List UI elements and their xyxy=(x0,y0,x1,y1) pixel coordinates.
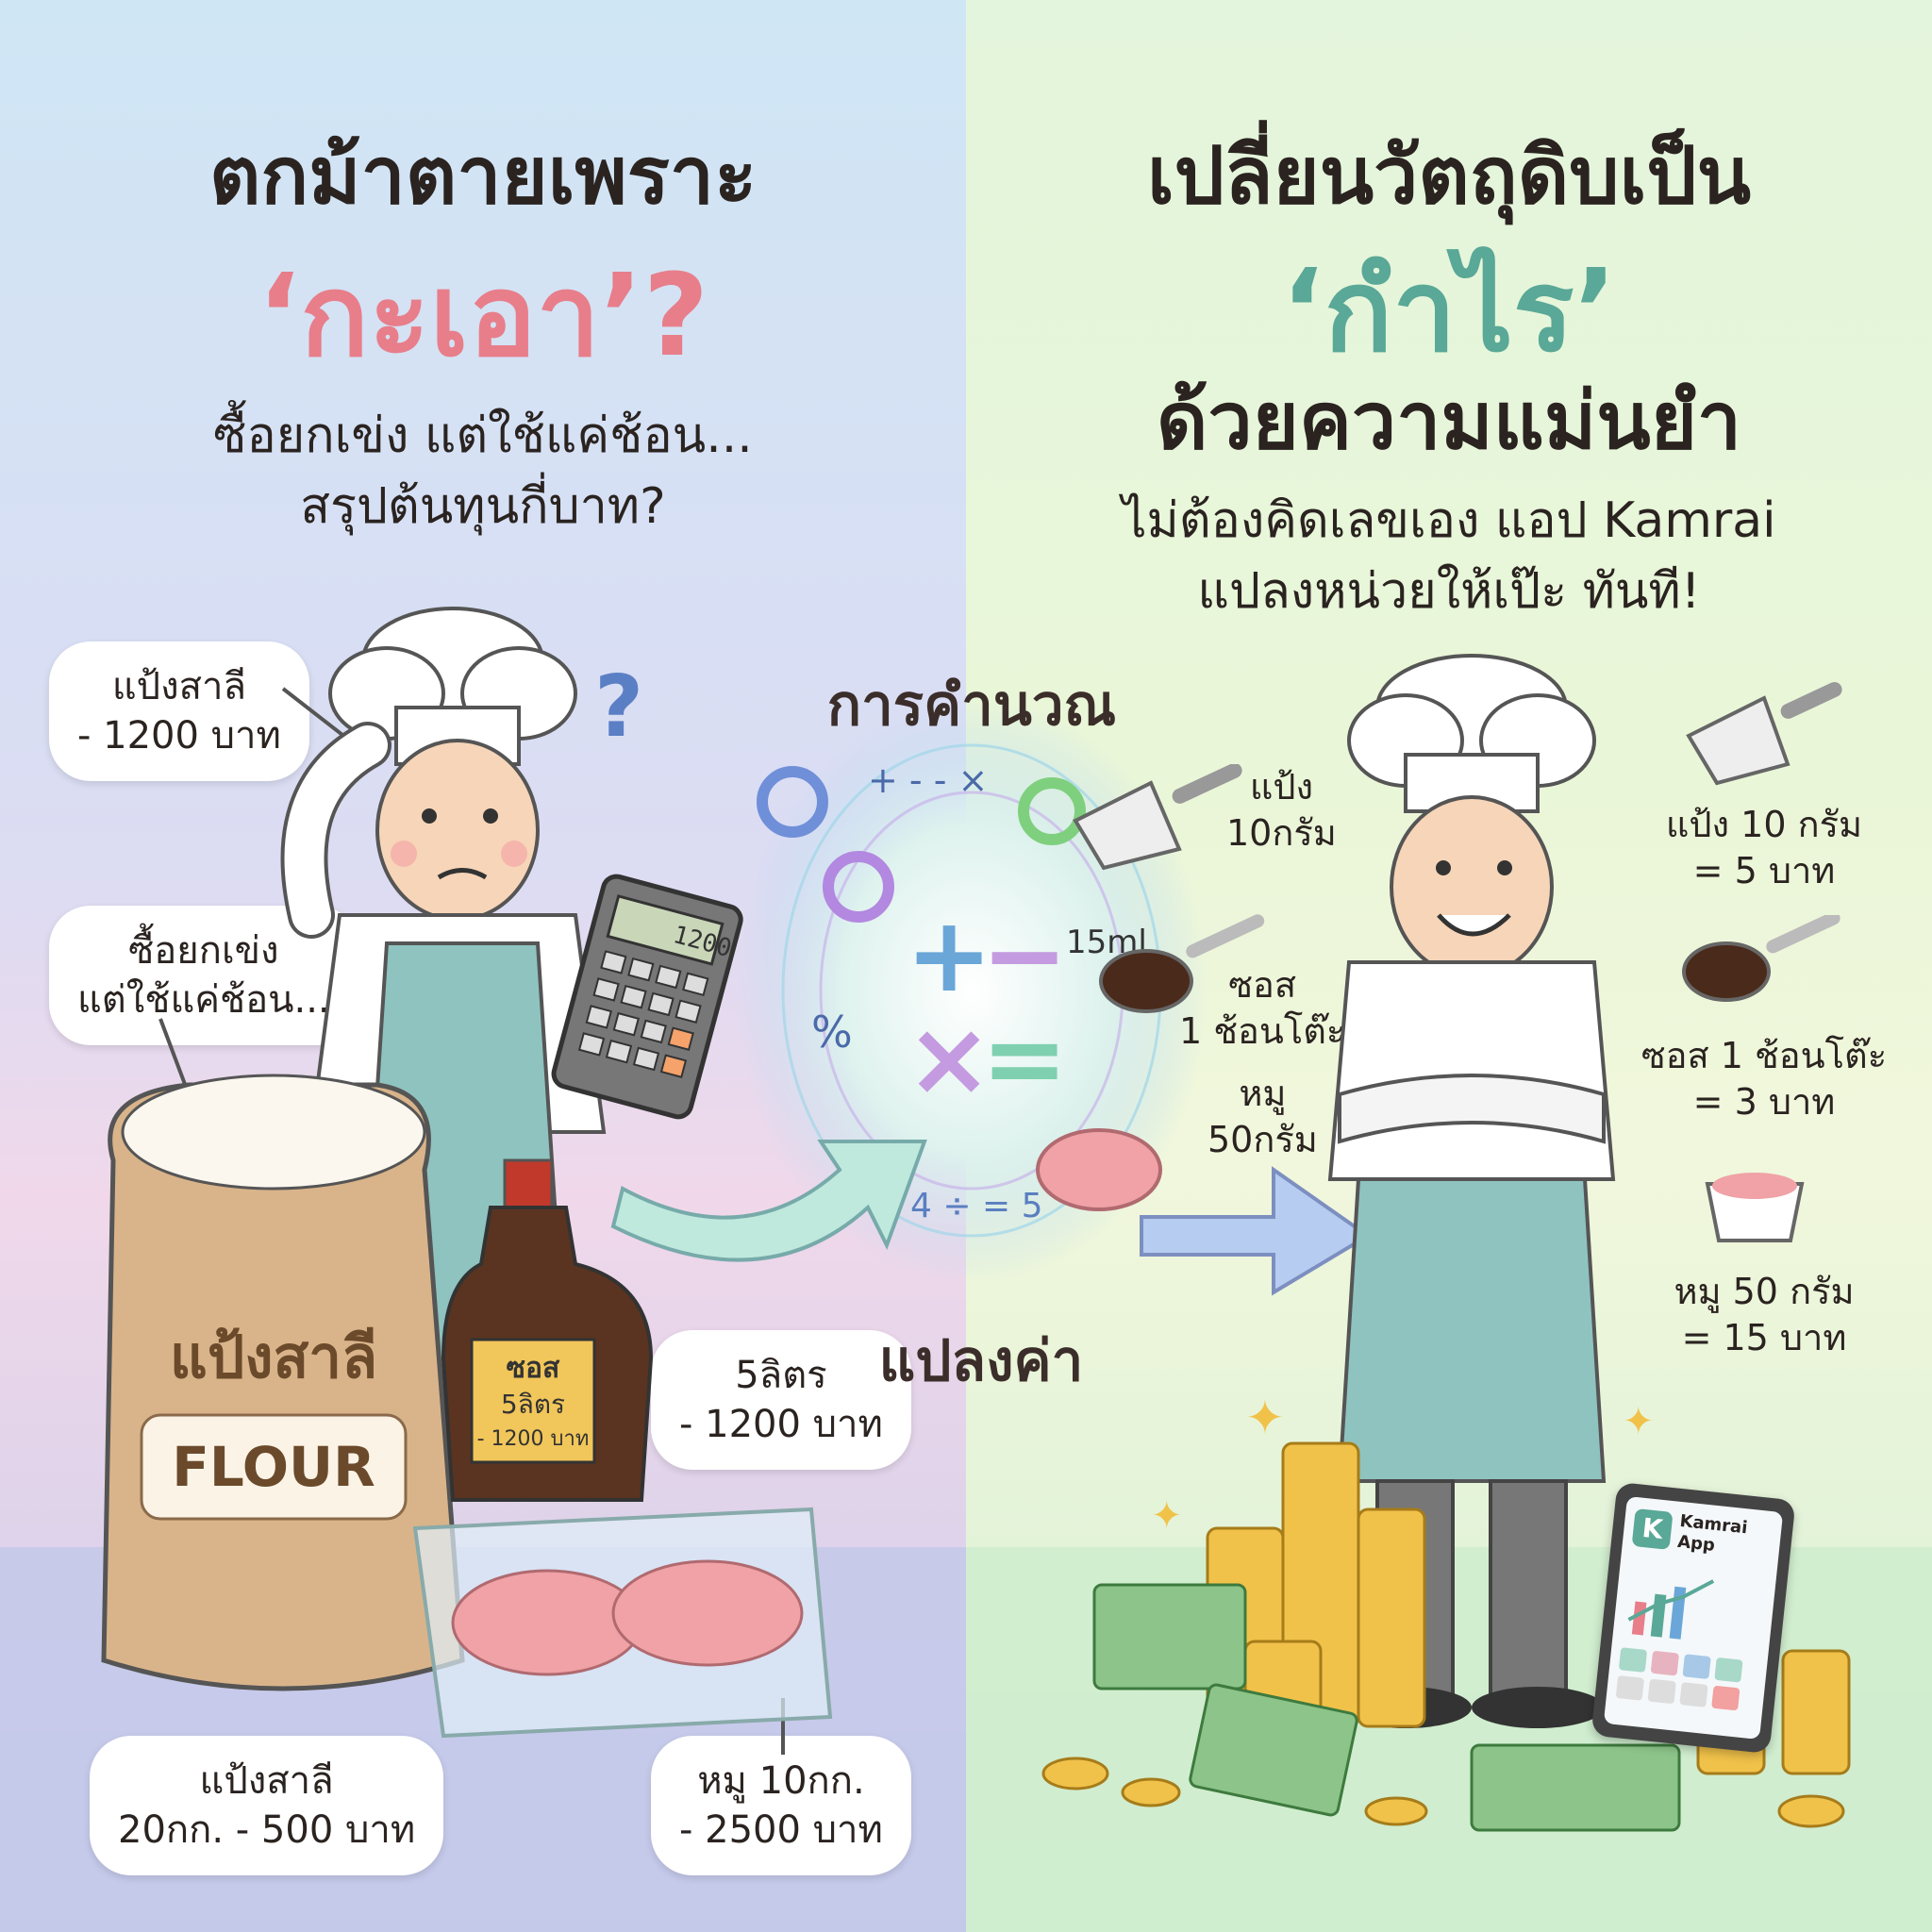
cost-sauce-label: ซอส 1 ช้อนโต๊ะ = 3 บาท xyxy=(1623,1033,1906,1126)
pork-small-label: หมู 50กรัม xyxy=(1208,1071,1318,1164)
bubble-sauce-cost: 5ลิตร - 1200 บาท xyxy=(651,1330,911,1470)
right-title-line1: เปลี่ยนวัตถุดิบเป็น xyxy=(1146,129,1752,222)
right-subtitle-line2: แปลงหน่วยให้เป๊ะ ทันที! xyxy=(1197,563,1701,620)
sack-label-th: แป้งสาลี xyxy=(170,1323,377,1391)
key-minus[interactable] xyxy=(1650,1650,1679,1676)
times-icon: × xyxy=(906,998,992,1119)
key[interactable] xyxy=(1711,1685,1740,1711)
arrow-left-icon xyxy=(610,1140,927,1262)
division-text: 4 ÷ = 5 xyxy=(910,1187,1042,1225)
key-plus[interactable] xyxy=(1618,1647,1648,1673)
cash-bundle-icon xyxy=(1189,1683,1358,1817)
minus-icon: − xyxy=(981,894,1068,1015)
question-mark-icon: ? xyxy=(594,658,643,757)
bubble-pork-cost-line1: หมู 10กก. xyxy=(697,1759,865,1803)
equals-icon: = xyxy=(981,998,1068,1119)
apron xyxy=(1337,1177,1607,1483)
bubble-flour-bag-line2: 20กก. - 500 บาท xyxy=(118,1808,416,1852)
bottle-label-line3: - 1200 บาท xyxy=(477,1427,590,1451)
middle-bottom-label: แปลงค่า xyxy=(878,1328,1084,1394)
flour-small-label: แป้ง 10กรัม xyxy=(1226,764,1337,858)
bubble-flour-bag-line1: แป้งสาลี xyxy=(199,1759,334,1803)
pork-piece-icon xyxy=(1036,1128,1162,1211)
sparkle-icon: ✦ xyxy=(1151,1494,1183,1538)
left-title-line1: ตกม้าตายเพราะ xyxy=(208,129,758,222)
bottle-cap xyxy=(503,1158,554,1209)
cost-sauce-line1: ซอส 1 ช้อนโต๊ะ xyxy=(1641,1035,1888,1076)
right-title-line3: ด้วยความแม่นยำ xyxy=(1156,375,1742,467)
coins-and-cash: ✦ ✦ ✦ xyxy=(1041,1396,1851,1832)
flour-scoop-icon xyxy=(1686,682,1842,786)
bottle-label-line2: 5ลิตร xyxy=(501,1389,565,1420)
cost-flour-line2: = 5 บาท xyxy=(1692,850,1836,892)
key[interactable] xyxy=(1679,1682,1708,1707)
sparkle-icon: ✦ xyxy=(1245,1396,1285,1445)
cash-bundle-icon xyxy=(1470,1743,1681,1832)
bubble-flour-cost: แป้งสาลี - 1200 บาท xyxy=(49,641,309,781)
sauce-small-label: ซอส 1 ช้อนโต๊ะ xyxy=(1179,962,1345,1056)
cost-pork-line2: = 15 บาท xyxy=(1681,1317,1847,1359)
keypad xyxy=(1615,1647,1743,1711)
happy-chef xyxy=(1327,654,1616,1728)
left-subtitle-line1: ซื้อยกเข่ง แต่ใช้แค่ช้อน... xyxy=(213,408,753,464)
tablet-device: K Kamrai App xyxy=(1591,1481,1796,1755)
flour-small-line1: แป้ง xyxy=(1249,766,1313,808)
chef-hat-icon xyxy=(328,607,577,766)
right-title-line2: ‘กำไร’ xyxy=(1280,246,1617,377)
cash-bundle-icon xyxy=(1092,1583,1247,1690)
calculator-icon xyxy=(551,874,743,1120)
bubble-flour-bag: แป้งสาลี 20กก. - 500 บาท xyxy=(90,1736,444,1875)
cost-pork-line1: หมู 50 กรัม xyxy=(1674,1271,1855,1312)
sack-label-en: FLOUR xyxy=(172,1435,375,1499)
coin-stack-icon xyxy=(1357,1507,1426,1728)
tablet-screen: K Kamrai App xyxy=(1603,1495,1784,1740)
gear-icon xyxy=(757,766,828,838)
bubble-pork-cost-line2: - 2500 บาท xyxy=(679,1808,883,1852)
pork-small-line2: 50กรัม xyxy=(1208,1119,1318,1161)
cost-sauce-line2: = 3 บาท xyxy=(1692,1081,1836,1124)
flour-sack xyxy=(101,1082,465,1691)
pork-bowl-icon xyxy=(1705,1173,1805,1242)
cost-pork-label: หมู 50 กรัม = 15 บาท xyxy=(1623,1269,1906,1362)
kamrai-app-name: Kamrai App xyxy=(1676,1511,1748,1558)
cost-flour-label: แป้ง 10 กรัม = 5 บาท xyxy=(1623,802,1906,895)
sparkle-icon: ✦ xyxy=(1623,1400,1655,1443)
bubble-pork-cost: หมู 10กก. - 2500 บาท xyxy=(651,1736,911,1875)
percent-text: % xyxy=(811,1007,853,1058)
key-times[interactable] xyxy=(1682,1654,1711,1680)
bubble-flour-cost-line2: - 1200 บาท xyxy=(77,714,281,758)
left-subtitle-line2: สรุปต้นทุนกี่บาท? xyxy=(300,478,666,535)
bottle-label-line1: ซอส xyxy=(507,1352,560,1385)
gear-icon xyxy=(823,851,894,923)
flour-scoop-icon xyxy=(1073,764,1242,871)
chart-icon xyxy=(1627,1579,1715,1640)
key[interactable] xyxy=(1647,1678,1676,1705)
plus-icon: + xyxy=(906,894,992,1015)
key[interactable] xyxy=(1615,1674,1645,1701)
sauce-spoon-icon xyxy=(1099,914,1265,1013)
kamrai-logo-icon: K xyxy=(1631,1507,1674,1550)
sauce-spoon-icon xyxy=(1682,915,1840,1002)
cost-flour-line1: แป้ง 10 กรัม xyxy=(1665,804,1863,845)
flour-small-line2: 10กรัม xyxy=(1226,812,1337,855)
bubble-buy-bulk-line1: ซื้อยกเข่ง xyxy=(128,929,279,973)
gear-icon xyxy=(1018,777,1086,845)
right-subtitle-line1: ไม่ต้องคิดเลขเอง แอป Kamrai xyxy=(1122,492,1776,549)
middle-top-label: การคำนวณ xyxy=(826,673,1117,739)
bubble-flour-cost-line1: แป้งสาลี xyxy=(111,665,246,708)
coin-stack-icon xyxy=(1781,1649,1851,1775)
bubble-sauce-cost-line1: 5ลิตร xyxy=(735,1354,827,1397)
key-equals[interactable] xyxy=(1714,1657,1743,1683)
pork-small-line1: หมู xyxy=(1239,1073,1287,1114)
left-illustration: ? 1200 แป้งสาลี FLOUR ซอส 5ลิตร - 1200 บ… xyxy=(101,607,833,1755)
arrow-right-icon xyxy=(1140,1166,1372,1296)
ops-text: + - - × xyxy=(868,759,988,801)
bubble-sauce-cost-line2: - 1200 บาท xyxy=(679,1403,883,1446)
left-title-line2: ‘กะเอา’? xyxy=(257,251,709,382)
bubble-buy-bulk-line2: แต่ใช้แค่ช้อน... xyxy=(77,978,330,1022)
sauce-small-line2: 1 ช้อนโต๊ะ xyxy=(1179,1010,1346,1053)
sauce-small-line1: ซอส xyxy=(1228,964,1297,1006)
